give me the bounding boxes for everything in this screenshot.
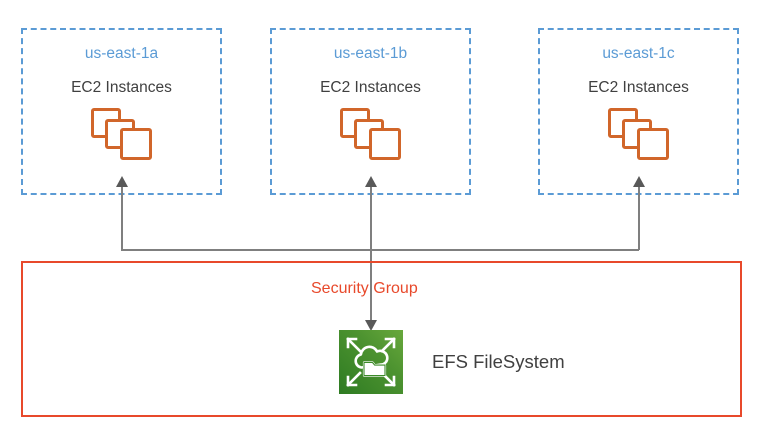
- az-resource-label: EC2 Instances: [71, 79, 172, 96]
- az-name-label: us-east-1c: [602, 45, 675, 62]
- ec2-square-front: [119, 128, 152, 160]
- security-group-label: Security Group: [311, 280, 418, 297]
- efs-filesystem-label: EFS FileSystem: [432, 351, 565, 372]
- connector-arrow-efs: [365, 320, 377, 331]
- availability-zone-us-east-1c: us-east-1c EC2 Instances: [538, 28, 739, 195]
- security-group-boundary: [21, 261, 742, 417]
- connector-arrow-az3: [633, 176, 645, 187]
- connector-line-az3-vertical: [638, 186, 640, 250]
- availability-zone-us-east-1b: us-east-1b EC2 Instances: [270, 28, 471, 195]
- ec2-instances-icon: [607, 108, 670, 160]
- connector-arrow-az1: [116, 176, 128, 187]
- ec2-square-front: [368, 128, 401, 160]
- availability-zone-us-east-1a: us-east-1a EC2 Instances: [21, 28, 222, 195]
- az-name-label: us-east-1a: [84, 45, 159, 62]
- az-name-label: us-east-1b: [333, 45, 408, 62]
- connector-line-center-vertical: [370, 186, 372, 324]
- ec2-instances-icon: [339, 108, 402, 160]
- az-resource-label: EC2 Instances: [588, 79, 689, 96]
- az-resource-label: EC2 Instances: [320, 79, 421, 96]
- connector-line-az1-vertical: [121, 186, 123, 250]
- ec2-instances-icon: [90, 108, 153, 160]
- connector-arrow-az2: [365, 176, 377, 187]
- efs-filesystem-icon: [339, 330, 403, 394]
- ec2-square-front: [636, 128, 669, 160]
- connector-bus-horizontal: [121, 249, 639, 251]
